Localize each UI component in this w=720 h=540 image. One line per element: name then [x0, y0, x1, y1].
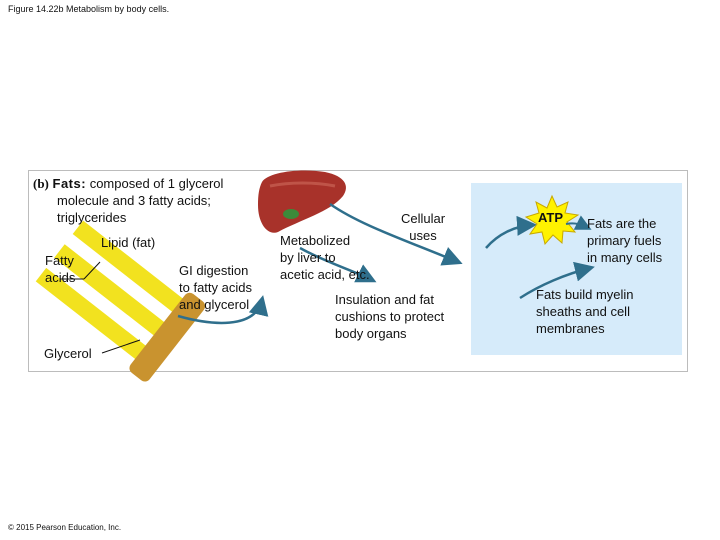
- triglyceride-molecule: [35, 220, 206, 382]
- gallbladder-icon: [283, 209, 299, 219]
- panel-label: (b): [33, 176, 49, 191]
- figure-caption: Figure 14.22b Metabolism by body cells.: [8, 4, 170, 14]
- liver-icon: [258, 170, 346, 233]
- panel-description-rest: molecule and 3 fatty acids; triglyceride…: [57, 193, 211, 225]
- atp-label: ATP: [538, 210, 564, 225]
- metabolized-label: Metabolized by liver to acetic acid, etc…: [280, 233, 370, 282]
- myelin-label: Fats build myelin sheaths and cell membr…: [536, 287, 634, 336]
- fatty-acid-chain: [54, 244, 174, 343]
- primary-fuels-label: Fats are the primary fuels in many cells: [587, 216, 663, 265]
- glycerol-backbone: [129, 292, 206, 382]
- digestion-arrow: [177, 295, 269, 325]
- fatty-acids-label: Fatty acids: [45, 253, 76, 285]
- glycerol-label: Glycerol: [44, 346, 92, 361]
- fatty-acid-chain: [35, 267, 155, 367]
- atp-burst-icon: [524, 194, 580, 246]
- fatty-acids-leader: [83, 261, 101, 280]
- gi-digestion-label: GI digestion to fatty acids and glycerol: [179, 263, 252, 312]
- copyright-notice: © 2015 Pearson Education, Inc.: [8, 523, 122, 532]
- primary-fuel-arrow: [565, 215, 592, 230]
- lipid-label: Lipid (fat): [101, 235, 156, 250]
- insulation-label: Insulation and fat cushions to protect b…: [335, 292, 445, 341]
- myelin-arrow: [519, 261, 595, 300]
- cellular-uses-arrow: [329, 202, 463, 266]
- panel-description-line1: composed of 1 glycerol: [89, 176, 224, 191]
- fate-arrow: [485, 215, 537, 249]
- glycerol-leader: [101, 339, 141, 354]
- fatty-acid-chain: [72, 220, 192, 320]
- metabolized-arrow: [299, 246, 377, 283]
- panel-heading-title: Fats:: [52, 176, 87, 191]
- panel-heading: (b) Fats: composed of 1 glycerol molecul…: [33, 175, 273, 226]
- cellular-uses-label: Cellular uses: [401, 211, 446, 243]
